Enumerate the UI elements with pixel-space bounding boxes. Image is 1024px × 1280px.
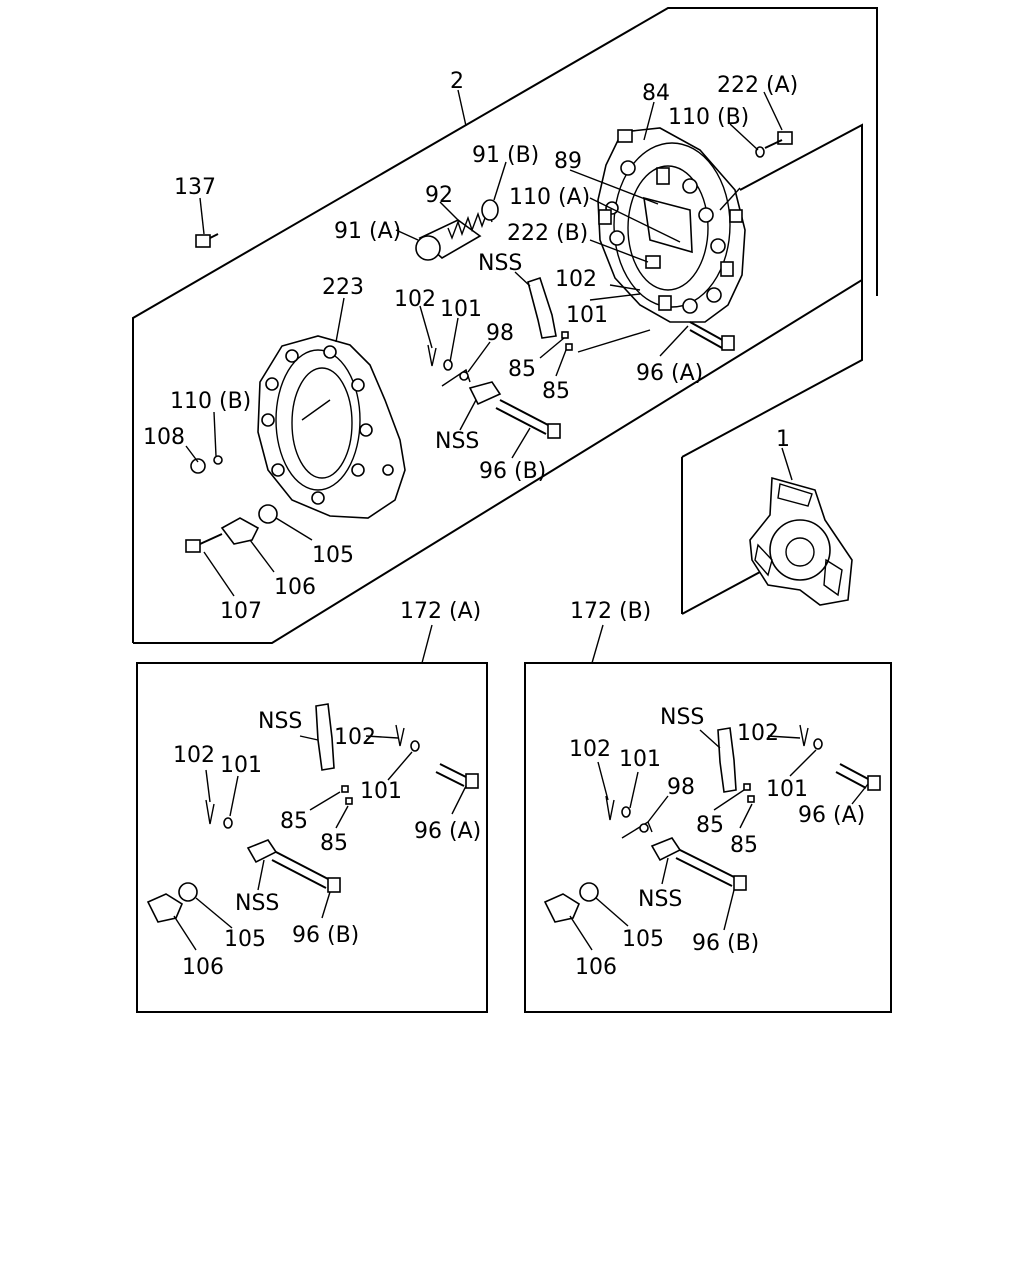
label-b-101-2: 101	[766, 777, 808, 802]
label-101-2: 101	[566, 303, 608, 328]
clutch-disc	[749, 476, 853, 606]
label-a-96b: 96 (B)	[292, 923, 359, 948]
label-222a: 222 (A)	[717, 73, 798, 98]
label-85-1: 85	[508, 357, 536, 382]
label-a-105: 105	[224, 927, 266, 952]
label-110b-top: 110 (B)	[668, 105, 749, 130]
label-b-85-2: 85	[730, 833, 758, 858]
label-110b-left: 110 (B)	[170, 389, 251, 414]
kit-box-172a	[136, 624, 488, 1013]
flywheel-housing	[257, 335, 406, 519]
label-a-101-1: 101	[220, 753, 262, 778]
label-a-85-2: 85	[320, 831, 348, 856]
part-labels: 2 222 (A) 84 110 (B) 91 (B) 89 110 (A) 1…	[143, 69, 865, 980]
label-a-102-1: 102	[334, 725, 376, 750]
label-172b: 172 (B)	[570, 599, 651, 624]
label-b-96b: 96 (B)	[692, 931, 759, 956]
label-85-2: 85	[542, 379, 570, 404]
label-a-106: 106	[182, 955, 224, 980]
label-a-102-2: 102	[173, 743, 215, 768]
label-89: 89	[554, 149, 582, 174]
label-b-nss-1: NSS	[660, 705, 704, 730]
label-a-96a: 96 (A)	[414, 819, 481, 844]
label-92: 92	[425, 183, 453, 208]
label-91a: 91 (A)	[334, 219, 401, 244]
label-b-102-1: 102	[737, 721, 779, 746]
label-b-101-1: 101	[619, 747, 661, 772]
label-96a-1: 96 (A)	[636, 361, 703, 386]
label-84: 84	[642, 81, 670, 106]
main-assembly-frame	[132, 7, 878, 644]
label-b-102-2: 102	[569, 737, 611, 762]
label-172a: 172 (A)	[400, 599, 481, 624]
label-b-105: 105	[622, 927, 664, 952]
label-a-nss-1: NSS	[258, 709, 302, 734]
label-a-85-1: 85	[280, 809, 308, 834]
label-223: 223	[322, 275, 364, 300]
label-1: 1	[776, 427, 790, 452]
label-b-98: 98	[667, 775, 695, 800]
label-107: 107	[220, 599, 262, 624]
label-222b: 222 (B)	[507, 221, 588, 246]
label-nss-2: NSS	[435, 429, 479, 454]
label-2: 2	[450, 69, 464, 94]
label-108: 108	[143, 425, 185, 450]
label-nss-1: NSS	[478, 251, 522, 276]
label-102-2: 102	[394, 287, 436, 312]
label-96b-1: 96 (B)	[479, 459, 546, 484]
label-b-96a: 96 (A)	[798, 803, 865, 828]
label-b-85-1: 85	[696, 813, 724, 838]
main-small-parts	[185, 131, 793, 553]
label-91b: 91 (B)	[472, 143, 539, 168]
label-137: 137	[174, 175, 216, 200]
label-101-1: 101	[440, 297, 482, 322]
label-102-1: 102	[555, 267, 597, 292]
label-105-1: 105	[312, 543, 354, 568]
label-a-nss-2: NSS	[235, 891, 279, 916]
label-106-1: 106	[274, 575, 316, 600]
kit-box-172b	[524, 624, 892, 1013]
label-a-101-2: 101	[360, 779, 402, 804]
pressure-plate-cover	[597, 127, 746, 323]
label-b-106: 106	[575, 955, 617, 980]
main-leader-lines	[185, 89, 793, 597]
label-b-nss-2: NSS	[638, 887, 682, 912]
label-98: 98	[486, 321, 514, 346]
label-110a: 110 (A)	[509, 185, 590, 210]
